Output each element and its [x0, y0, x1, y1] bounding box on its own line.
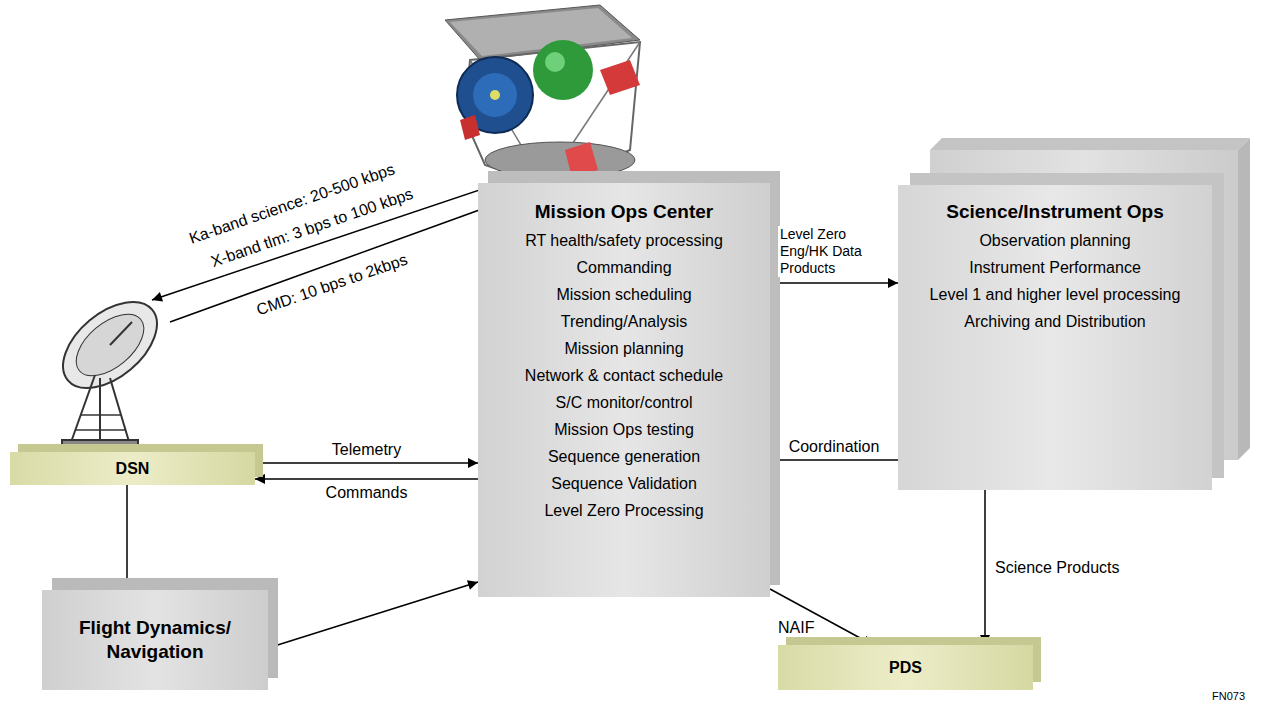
- box-title: DSN: [116, 460, 150, 478]
- flow-arrow: [984, 490, 986, 645]
- edge-label: Commands: [324, 484, 410, 502]
- flow-arrow: [255, 478, 478, 480]
- edge-label: Coordination: [787, 438, 882, 456]
- box-heading: Science/Instrument Ops: [946, 201, 1164, 223]
- list-item: S/C monitor/control: [556, 389, 693, 416]
- link-rate-label: CMD: 10 bps to 2kbps: [254, 251, 410, 320]
- edge-label: NAIF: [776, 619, 816, 637]
- edge-label: Level Zero Eng/HK Data Products: [778, 226, 882, 277]
- process-box: Flight Dynamics/ Navigation: [42, 590, 268, 690]
- figure-number: FN073: [1212, 690, 1245, 702]
- edge-label: Science Products: [993, 559, 1122, 577]
- network-band: DSN: [10, 452, 255, 485]
- list-item: Commanding: [576, 254, 671, 281]
- box-title: PDS: [889, 659, 922, 677]
- list-item: Instrument Performance: [969, 254, 1141, 281]
- list-item: Network & contact schedule: [525, 362, 723, 389]
- list-item: Level 1 and higher level processing: [930, 281, 1181, 308]
- list-item: Level Zero Processing: [544, 497, 703, 524]
- list-item: Observation planning: [979, 227, 1130, 254]
- list-item: Sequence generation: [548, 443, 700, 470]
- flow-arrow: [126, 485, 128, 590]
- list-item: Trending/Analysis: [561, 308, 688, 335]
- edge-label: Telemetry: [330, 441, 403, 459]
- flow-arrow: [255, 462, 478, 464]
- ground-antenna: [47, 285, 172, 448]
- list-item: Mission Ops testing: [554, 416, 694, 443]
- archive-band: PDS: [778, 645, 1033, 690]
- box-heading: Mission Ops Center: [535, 201, 713, 223]
- list-item: Mission scheduling: [556, 281, 691, 308]
- list-item: RT health/safety processing: [525, 227, 723, 254]
- flow-arrow: [268, 582, 478, 648]
- flow-arrow: [770, 282, 898, 284]
- process-box: Science/Instrument OpsObservation planni…: [898, 185, 1212, 490]
- list-item: Sequence Validation: [551, 470, 697, 497]
- list-item: Archiving and Distribution: [964, 308, 1145, 335]
- list-item: Mission planning: [564, 335, 683, 362]
- box-title: Flight Dynamics/ Navigation: [52, 616, 258, 664]
- process-box: Mission Ops Center RT health/safety proce…: [478, 183, 770, 597]
- flow-arrow: [770, 589, 873, 645]
- spacecraft: [445, 5, 640, 185]
- flow-arrow: [770, 459, 898, 461]
